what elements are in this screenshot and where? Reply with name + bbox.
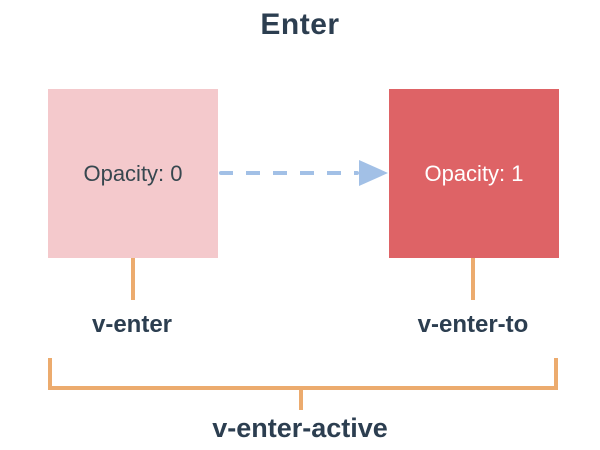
v-enter-to-label: v-enter-to: [417, 311, 529, 338]
opacity-to-label: Opacity: 1: [424, 160, 524, 186]
opacity-from-label: Opacity: 0: [83, 160, 183, 186]
from-state-box: Opacity: 0: [48, 89, 218, 258]
bracket-center-stem: [299, 390, 303, 410]
bracket-right-end: [554, 358, 558, 390]
from-connector-line: [131, 258, 135, 300]
transition-dashed-line: [219, 171, 359, 175]
bracket-left-end: [48, 358, 52, 390]
v-enter-active-label: v-enter-active: [212, 413, 388, 443]
to-state-box: Opacity: 1: [389, 89, 559, 258]
bracket-horizontal-bar: [48, 386, 558, 390]
v-enter-label: v-enter: [91, 311, 173, 338]
to-connector-line: [471, 258, 475, 300]
diagram-title: Enter: [260, 8, 340, 41]
arrow-right-icon: [359, 160, 388, 186]
